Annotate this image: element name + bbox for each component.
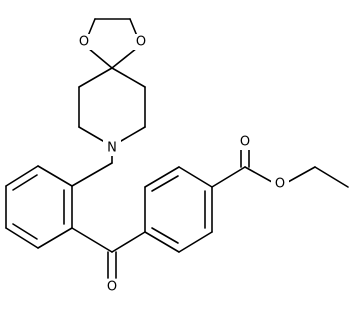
dioxolane-ring: [87, 18, 138, 69]
methylene-linker: [71, 154, 113, 187]
atom-label: O: [107, 280, 117, 295]
benzene-ring-left: [5, 165, 73, 249]
atom-label: N: [107, 141, 117, 156]
piperidine-ring: [78, 67, 146, 142]
atom-label: O: [240, 135, 250, 150]
atom-labels: O O N O O O: [75, 34, 289, 295]
atom-label: O: [275, 177, 285, 192]
ketone-group: [71, 227, 146, 279]
benzene-ring-right: [144, 166, 213, 253]
ethyl-ester-group: [211, 149, 349, 188]
atom-label: O: [79, 35, 89, 50]
atom-label: O: [136, 35, 146, 50]
